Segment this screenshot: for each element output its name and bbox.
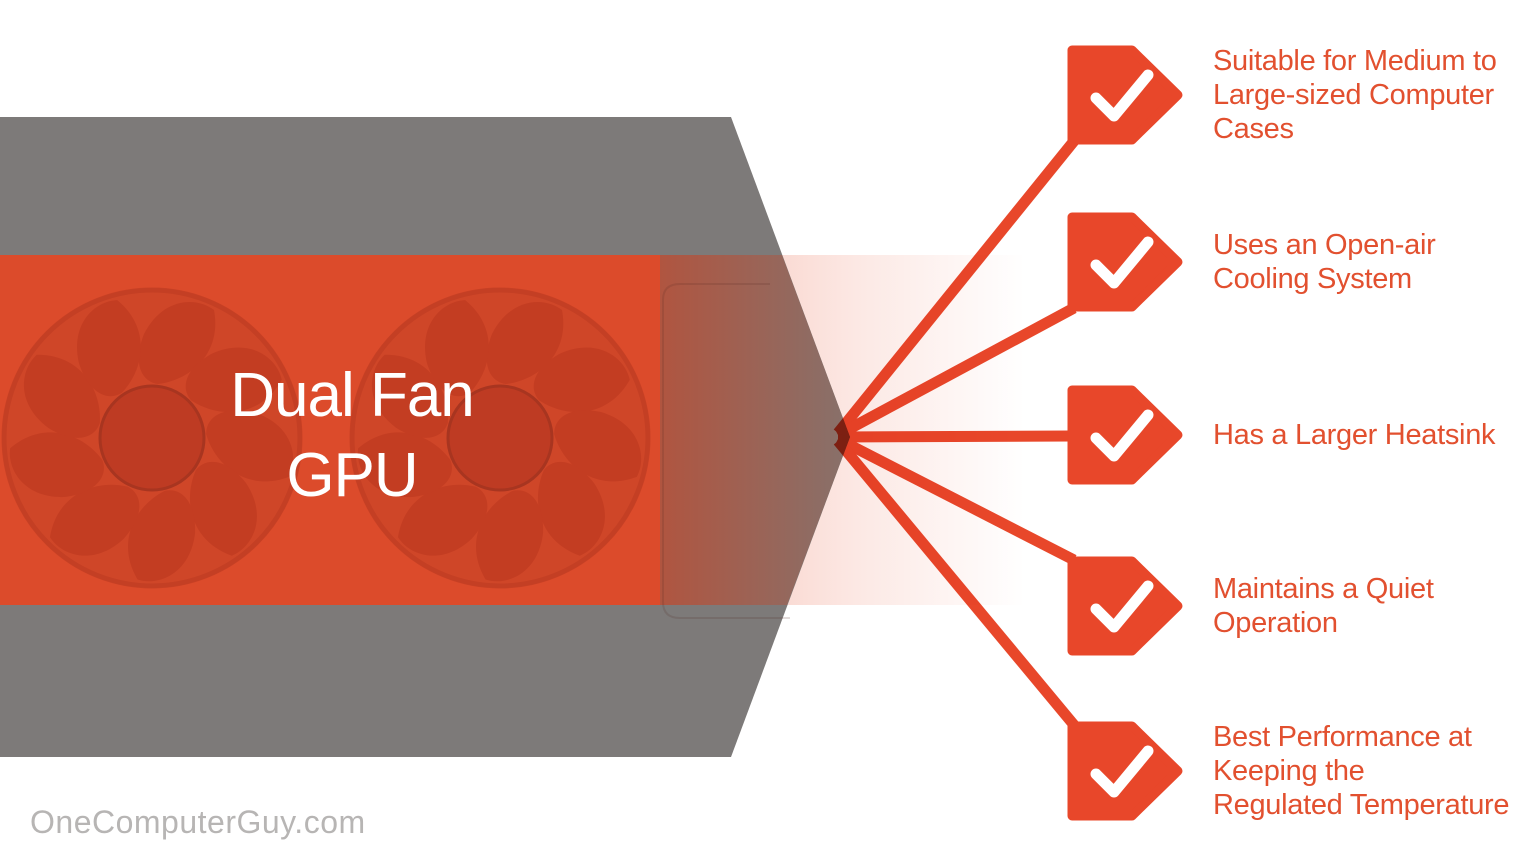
- feature-label-2: Uses an Open-air Cooling System: [1213, 229, 1436, 295]
- band-over-gray-wedge: [660, 255, 850, 605]
- checkmark-icon: [1072, 50, 1178, 140]
- diagram-title: Dual Fan GPU: [230, 361, 475, 510]
- checkmark-icon: [1072, 726, 1178, 816]
- feature-label-1: Suitable for Medium to Large-sized Compu…: [1213, 45, 1497, 145]
- feature-label-4: Maintains a Quiet Operation: [1213, 573, 1434, 639]
- checkmark-icon: [1072, 217, 1178, 307]
- connector-line-1: [833, 137, 1079, 437]
- connector-line-5: [833, 437, 1079, 729]
- checkmark-icon: [1072, 390, 1178, 480]
- checkmark-icon: [1072, 561, 1178, 651]
- connector-line-4: [835, 434, 1077, 565]
- feature-label-5: Best Performance at Keeping the Regulate…: [1213, 721, 1510, 821]
- connector-lines: [833, 137, 1079, 729]
- connector-line-3: [837, 430, 1073, 443]
- site-watermark: OneComputerGuy.com: [30, 804, 366, 840]
- feature-label-3: Has a Larger Heatsink: [1213, 419, 1496, 451]
- photo-edge-line: [662, 283, 790, 619]
- connector-line-2: [835, 303, 1077, 440]
